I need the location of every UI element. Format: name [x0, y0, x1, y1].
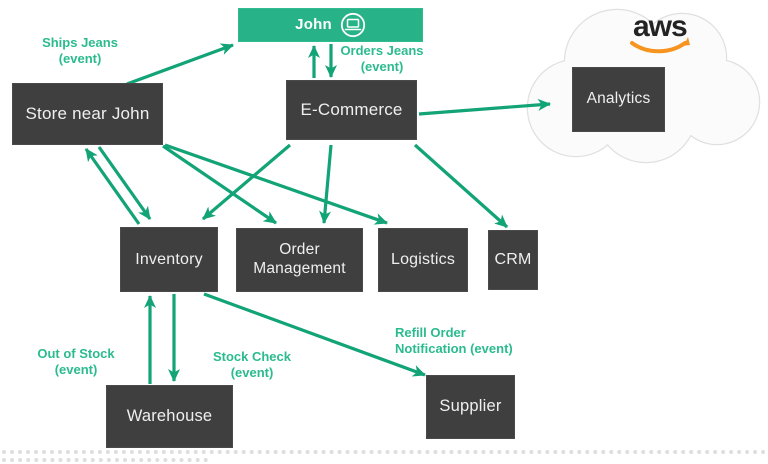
edge-store-to-john — [126, 43, 234, 86]
node-store-near-john: Store near John — [12, 83, 163, 145]
slide-edge-dots — [2, 450, 766, 454]
node-john-label: John — [295, 16, 332, 33]
edge-inventory-to-store — [84, 148, 141, 225]
edge-ecommerce-to-analytics — [418, 98, 551, 116]
edge-label-refill-order: Refill Order Notification (event) — [395, 325, 513, 356]
node-inventory-label: Inventory — [135, 250, 203, 268]
aws-smile-tip-icon — [682, 37, 690, 46]
edge-ecommerce-to-inventory — [201, 143, 292, 221]
node-store-label: Store near John — [25, 103, 150, 123]
laptop-icon — [340, 12, 365, 38]
node-inventory: Inventory — [120, 227, 218, 292]
edge-ecommerce-to-crm — [413, 143, 509, 229]
edge-label-orders-jeans: Orders Jeans (event) — [340, 43, 424, 74]
node-analytics: Analytics — [572, 67, 665, 132]
edge-label-out-of-stock: Out of Stock (event) — [37, 346, 115, 377]
edge-inventory-to-supplier — [203, 292, 426, 377]
node-john: John — [238, 8, 423, 42]
node-logistics: Logistics — [378, 228, 468, 292]
node-logistics-label: Logistics — [390, 251, 456, 269]
node-order-management: Order Management — [236, 228, 363, 292]
edge-label-ships-jeans: Ships Jeans (event) — [42, 35, 118, 66]
node-ecommerce-label: E-Commerce — [300, 99, 403, 119]
edge-label-stock-check: Stock Check (event) — [212, 349, 292, 380]
aws-logo-text: aws — [633, 10, 687, 43]
node-supplier: Supplier — [426, 375, 515, 439]
node-warehouse: Warehouse — [106, 385, 233, 448]
node-order-management-label: Order Management — [253, 241, 346, 277]
aws-logo: aws — [630, 10, 690, 54]
node-crm-label: CRM — [494, 251, 532, 269]
aws-smile-icon — [630, 41, 687, 54]
node-supplier-label: Supplier — [439, 397, 502, 416]
edge-ecommerce-to-order-management — [319, 144, 333, 224]
node-warehouse-label: Warehouse — [126, 406, 213, 425]
edge-store-to-order-management — [162, 144, 277, 225]
edge-store-to-inventory — [97, 146, 152, 220]
slide-edge-dots-secondary — [2, 458, 208, 462]
node-ecommerce: E-Commerce — [286, 80, 417, 140]
node-analytics-label: Analytics — [586, 90, 651, 108]
edge-store-to-logistics — [164, 143, 388, 225]
node-crm: CRM — [488, 230, 538, 290]
